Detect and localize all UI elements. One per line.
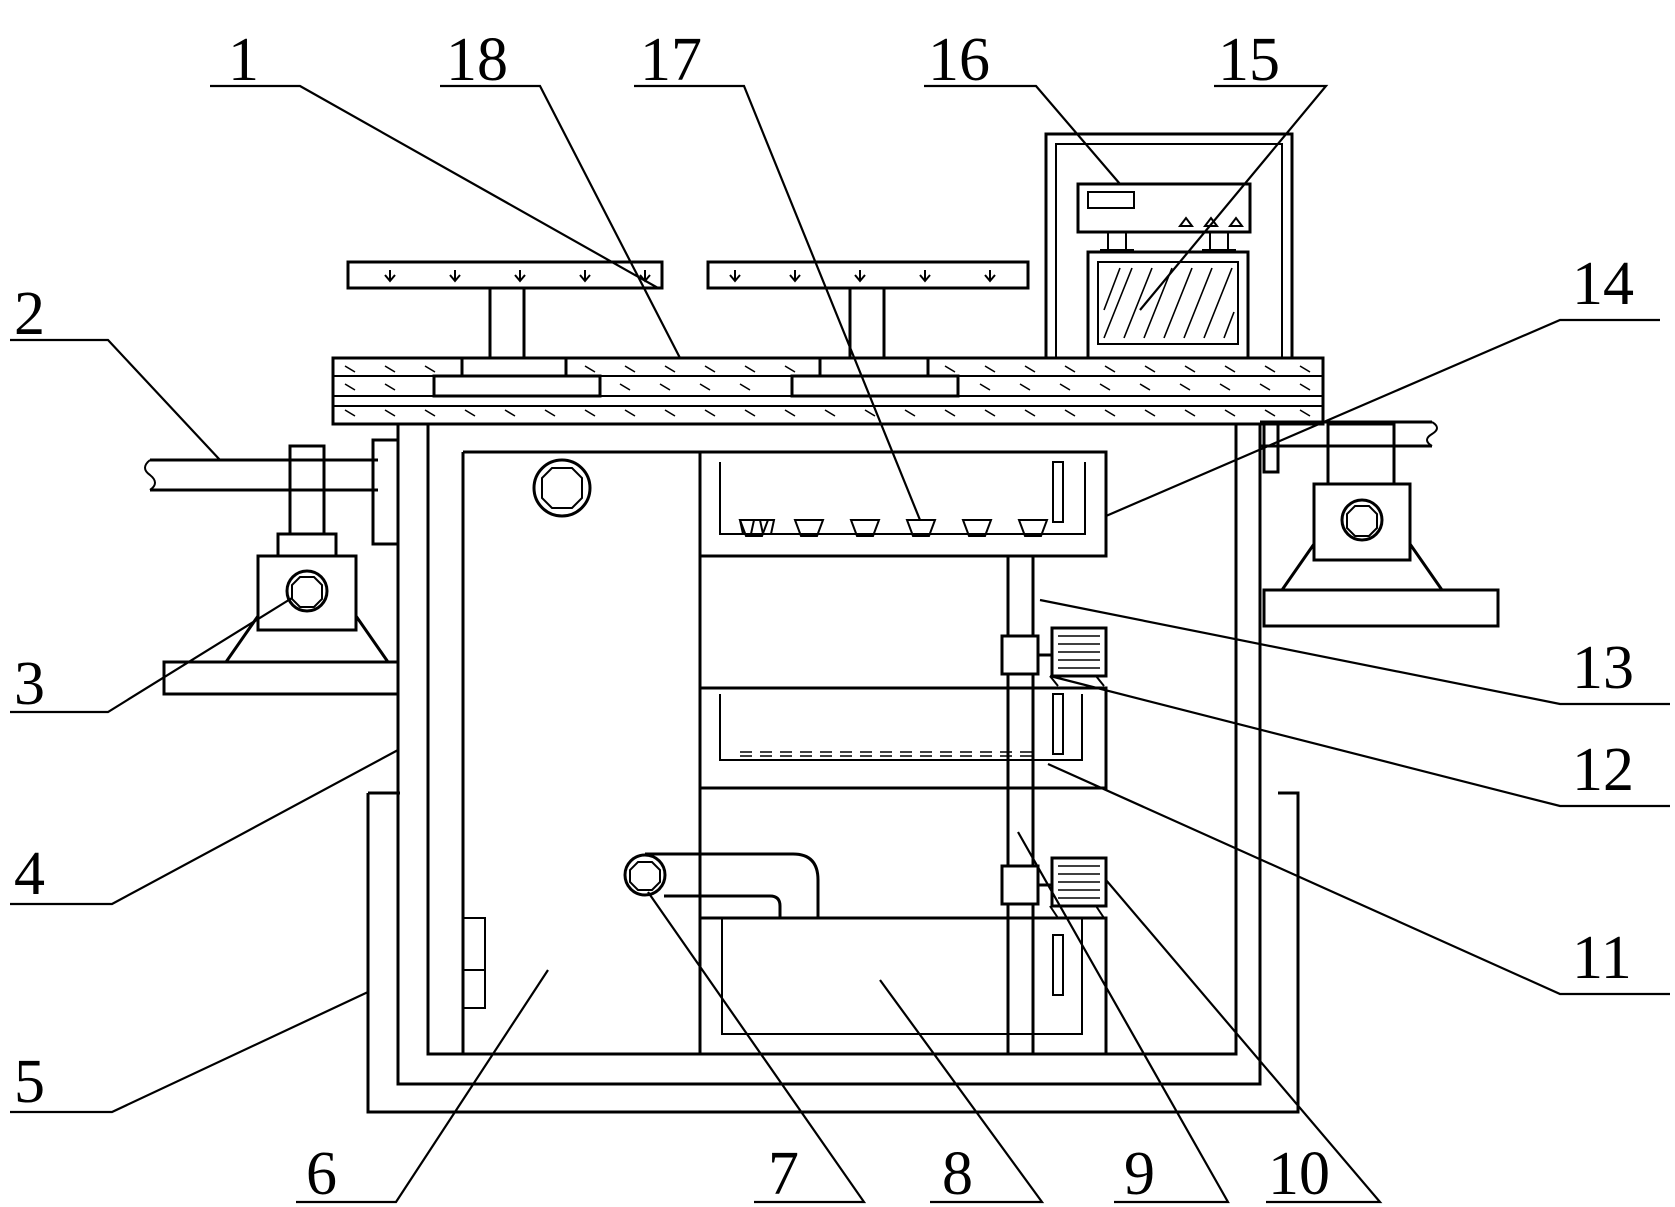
label-5: 5	[14, 1048, 45, 1116]
lower-motor	[1000, 856, 1108, 919]
label-8: 8	[942, 1140, 973, 1207]
label-16: 16	[928, 26, 990, 94]
label-17: 17	[640, 26, 702, 94]
label-7: 7	[768, 1140, 799, 1207]
spray-bar-left	[346, 260, 664, 360]
label-10: 10	[1268, 1140, 1330, 1207]
filter-tray	[700, 686, 1108, 790]
collection-tank	[700, 916, 1108, 1054]
label-14: 14	[1572, 250, 1634, 318]
leader-lines	[10, 84, 1670, 1204]
upper-motor	[1000, 626, 1108, 687]
settling-tank	[461, 450, 702, 1054]
base-tank	[366, 791, 1300, 1114]
spray-box	[700, 450, 1108, 558]
bearing-seat-left	[162, 532, 400, 696]
battery	[1086, 250, 1250, 360]
inlet-pipe	[144, 438, 400, 546]
label-3: 3	[14, 650, 45, 718]
label-4: 4	[14, 840, 45, 908]
spray-bar-right	[706, 260, 1030, 360]
label-11: 11	[1572, 924, 1632, 992]
spray-nozzles	[738, 519, 1049, 537]
label-6: 6	[306, 1140, 337, 1207]
label-9: 9	[1124, 1140, 1155, 1207]
label-2: 2	[14, 280, 45, 348]
bearing-seat-right	[1262, 482, 1500, 628]
outlet-pipe	[623, 852, 820, 918]
roller	[461, 452, 592, 520]
label-18: 18	[446, 26, 508, 94]
label-13: 13	[1572, 634, 1634, 702]
label-1: 1	[228, 26, 259, 94]
lifting-rod	[1006, 556, 1035, 1054]
main-frame	[396, 422, 1262, 1086]
conveyor-belt	[331, 356, 1325, 426]
label-12: 12	[1572, 736, 1634, 804]
label-15: 15	[1218, 26, 1280, 94]
